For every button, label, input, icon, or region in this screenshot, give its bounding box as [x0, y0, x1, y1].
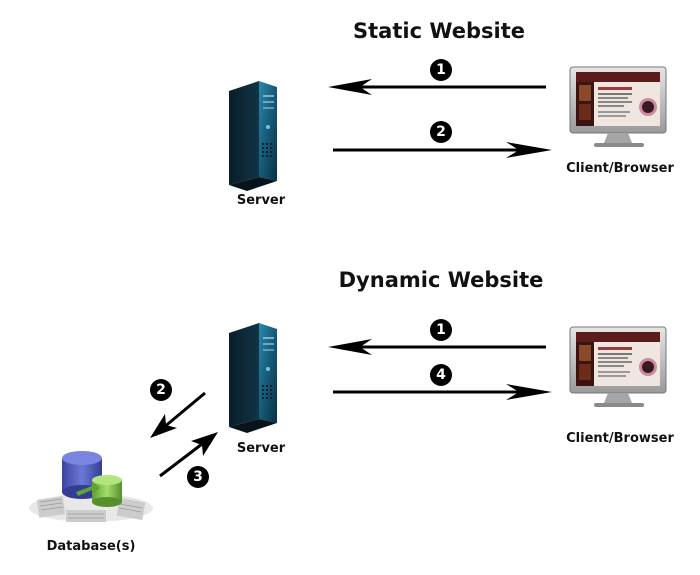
static-client-monitor-icon [569, 66, 667, 148]
static-step-2-badge: 2 [430, 121, 452, 143]
database-label: Database(s) [46, 539, 136, 554]
static-website-title: Static Website [353, 19, 525, 43]
dynamic-client-monitor-icon [569, 326, 667, 408]
database-icon [28, 450, 154, 523]
static-server-icon [229, 81, 277, 191]
dynamic-response-arrow [333, 384, 552, 400]
dynamic-server-label: Server [236, 441, 286, 456]
static-step-1-badge: 1 [430, 59, 452, 81]
dynamic-step-1-badge: 1 [430, 319, 452, 341]
dynamic-server-icon [229, 323, 277, 433]
dynamic-website-title: Dynamic Website [338, 268, 544, 292]
dynamic-step-3-badge: 3 [187, 466, 209, 488]
dynamic-step-4-badge: 4 [430, 364, 452, 386]
static-request-arrow [328, 79, 546, 95]
static-server-label: Server [236, 193, 286, 208]
result-arrow-to-server [159, 432, 218, 478]
query-arrow-to-database [150, 391, 206, 438]
dynamic-request-arrow [328, 339, 546, 355]
dynamic-client-label: Client/Browser [566, 431, 674, 446]
dynamic-step-2-badge: 2 [150, 379, 172, 401]
static-response-arrow [333, 142, 552, 158]
static-client-label: Client/Browser [566, 161, 674, 176]
